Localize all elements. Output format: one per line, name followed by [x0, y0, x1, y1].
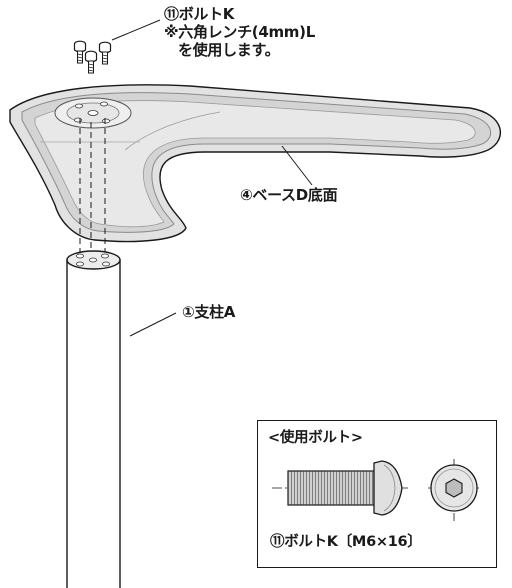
inset-title: <使用ボルト> — [268, 430, 363, 446]
bolt-icon — [73, 40, 112, 74]
inset-caption: ⑪ボルトK〔M6×16〕 — [270, 534, 422, 550]
pillar-a-label: ①支柱A — [182, 303, 236, 321]
bolt-k-note-line1: ※六角レンチ(4mm)L — [164, 23, 315, 41]
leader-lines — [111, 19, 313, 337]
pillar-a — [66, 250, 121, 588]
base-d-plate — [9, 84, 502, 243]
alignment-dashed-lines — [79, 118, 106, 262]
bolt-k-note-line2: を使用します。 — [178, 41, 280, 59]
bolt-k-label: ⑪ボルトK — [164, 5, 235, 23]
base-d-label: ④ベースD底面 — [240, 186, 338, 204]
bolt-detail-icon — [272, 459, 480, 521]
bolt-detail-inset: <使用ボルト> ⑪ボルトK〔M6×16〕 — [257, 420, 497, 568]
